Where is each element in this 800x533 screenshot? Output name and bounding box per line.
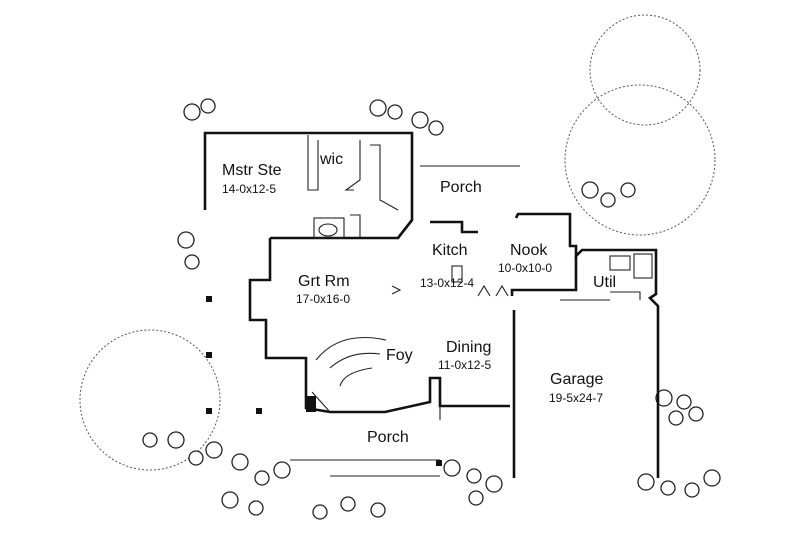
- room-dining-name: Dining: [446, 339, 492, 356]
- shrubs: [142, 98, 721, 520]
- room-grt-rm-name: Grt Rm: [298, 273, 350, 290]
- tree-outlines: [79, 14, 716, 471]
- room-mstr-ste-name: Mstr Ste: [222, 162, 282, 179]
- room-nook-dim: 10-0x10-0: [498, 261, 553, 275]
- room-wic-name: wic: [320, 151, 344, 168]
- room-mstr-ste-dim: 14-0x12-5: [222, 182, 277, 196]
- room-grt-rm-dim: 17-0x16-0: [296, 292, 351, 306]
- room-porch-front-name: Porch: [367, 429, 409, 446]
- room-dining-dim: 11-0x12-5: [438, 358, 492, 372]
- interior-lines: [290, 135, 653, 477]
- room-porch-rear-name: Porch: [440, 179, 482, 196]
- room-nook-name: Nook: [510, 242, 548, 259]
- porch-posts: [206, 296, 442, 466]
- room-garage-name: Garage: [550, 371, 604, 388]
- room-garage-dim: 19-5x24-7: [549, 391, 604, 405]
- room-kitch-name: Kitch: [432, 242, 468, 259]
- room-util-name: Util: [593, 274, 617, 291]
- room-foy-name: Foy: [386, 347, 413, 364]
- room-kitch-dim: 13-0x12-4: [420, 276, 475, 290]
